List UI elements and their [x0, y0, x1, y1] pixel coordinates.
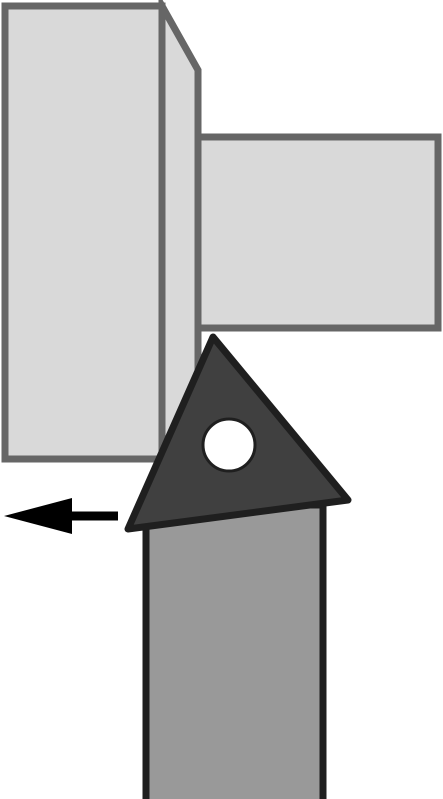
feed-direction-arrow — [4, 498, 118, 534]
workpiece-block — [1, 2, 166, 463]
feed-arrow-head — [4, 498, 72, 534]
workpiece-shaft — [194, 133, 442, 332]
insert-clamp-hole — [201, 417, 257, 473]
tool-holder-shank — [142, 501, 327, 799]
